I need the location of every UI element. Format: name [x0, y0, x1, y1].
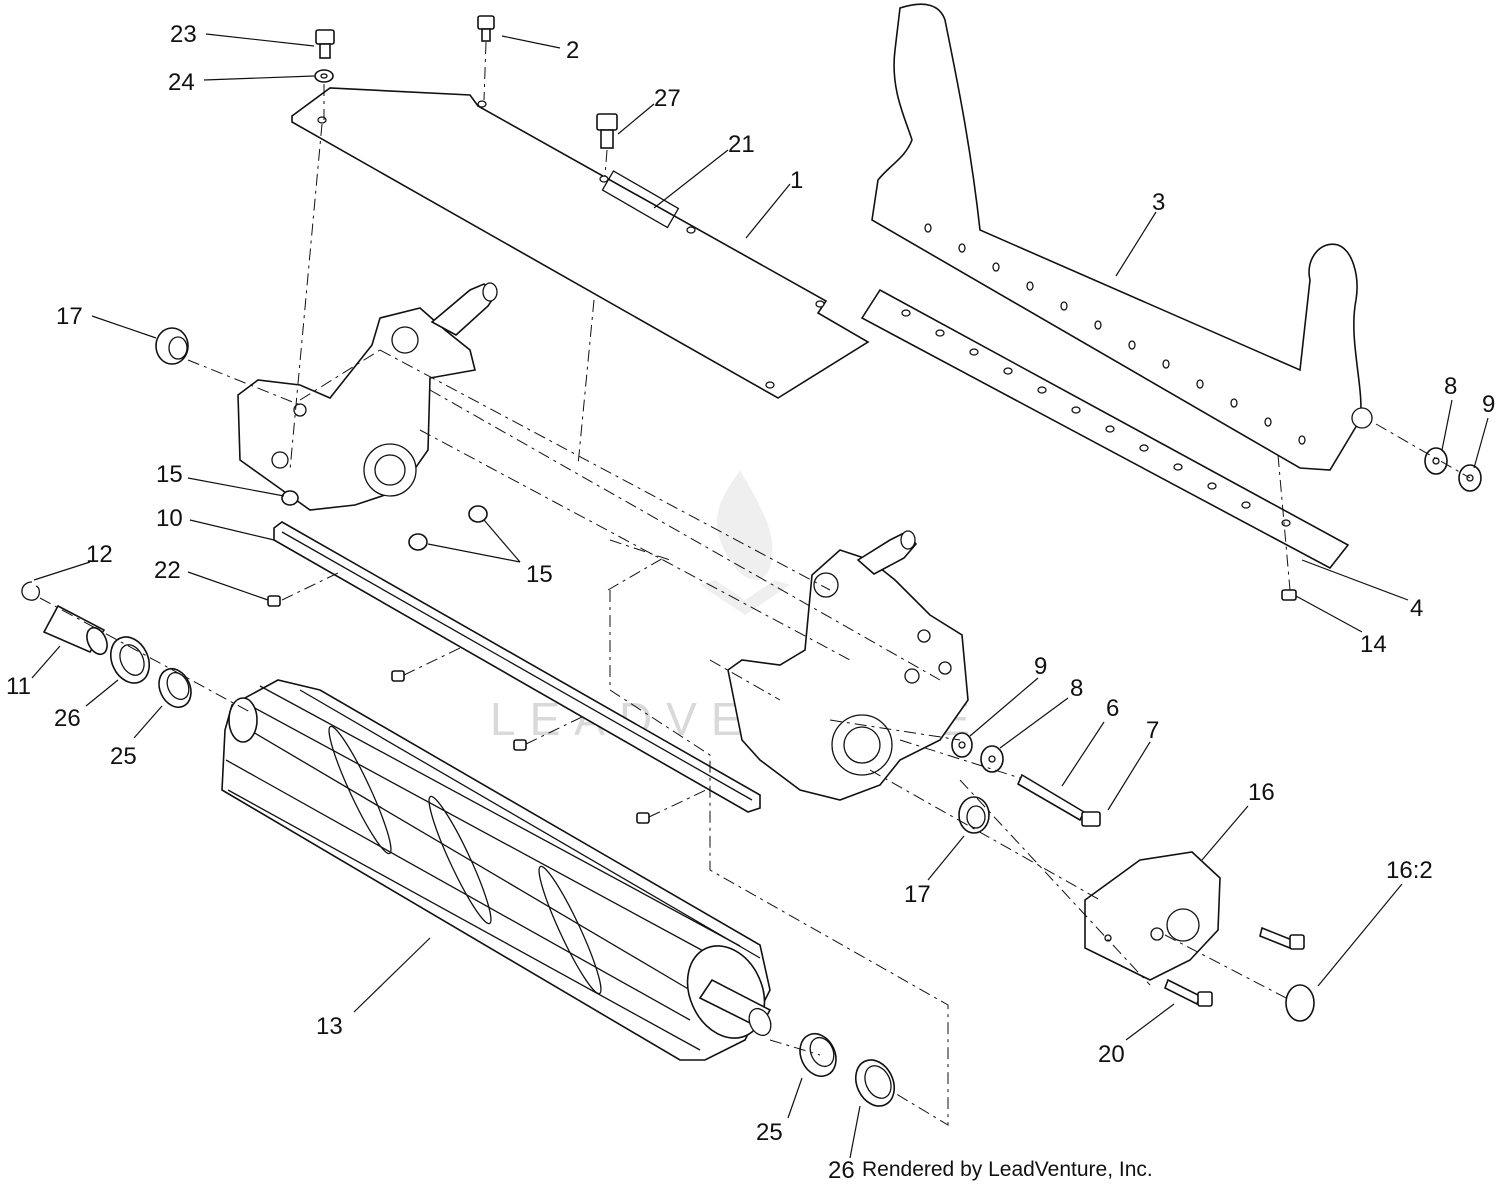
callout-4: 4: [1410, 595, 1423, 622]
callout-15-center: 15: [526, 561, 553, 588]
callout-16: 16: [1248, 779, 1275, 806]
callout-26-left: 26: [54, 705, 81, 732]
callout-9-mid: 9: [1034, 653, 1047, 680]
part-right-adjuster-stud: [856, 530, 918, 575]
callout-labels: 23 2 24 27 21 1 3 17 8 9 15 10 12 15 22 …: [6, 21, 1495, 1184]
part-yoke-bracket: [871, 3, 1373, 471]
callout-3: 3: [1152, 189, 1165, 216]
callout-24: 24: [168, 69, 195, 96]
callout-12: 12: [86, 541, 113, 568]
part-left-adjuster-stud: [430, 282, 498, 336]
callout-7: 7: [1146, 717, 1159, 744]
callout-8-mid: 8: [1070, 675, 1083, 702]
watermark-logo: [700, 470, 790, 615]
callout-2: 2: [566, 37, 579, 64]
part-mounting-bar: [860, 288, 1350, 570]
callout-14: 14: [1360, 631, 1387, 658]
part-left-side-plate: [237, 307, 476, 511]
callout-27: 27: [654, 85, 681, 112]
callout-10: 10: [156, 505, 183, 532]
callout-16-2: 16:2: [1386, 857, 1433, 884]
render-credit: Rendered by LeadVenture, Inc.: [862, 1158, 1153, 1181]
callout-17-left: 17: [56, 303, 83, 330]
callout-13: 13: [316, 1013, 343, 1040]
reel-spiders: [328, 725, 602, 995]
callout-26-right: 26: [828, 1157, 855, 1184]
callout-25-left: 25: [110, 743, 137, 770]
leader-lines: [31, 33, 1489, 1159]
callout-21: 21: [728, 131, 755, 158]
bar-holes: [901, 309, 1291, 527]
callout-1: 1: [790, 167, 803, 194]
part-right-side-plate: [727, 549, 969, 801]
part-top-plate: [291, 87, 870, 399]
part-end-cover: [1084, 851, 1221, 981]
yoke-holes: [924, 223, 1306, 445]
callout-17-right: 17: [904, 881, 931, 908]
callout-20: 20: [1098, 1041, 1125, 1068]
callout-23: 23: [170, 21, 197, 48]
callout-11: 11: [6, 673, 31, 700]
assembly-centerlines: [39, 41, 1471, 1126]
callout-25-right: 25: [756, 1119, 783, 1146]
callout-22: 22: [154, 557, 181, 584]
part-reel: [221, 679, 772, 1061]
callout-15-left: 15: [156, 461, 183, 488]
callout-8-upper: 8: [1444, 373, 1457, 400]
callout-6: 6: [1106, 695, 1119, 722]
callout-9-upper: 9: [1482, 391, 1495, 418]
